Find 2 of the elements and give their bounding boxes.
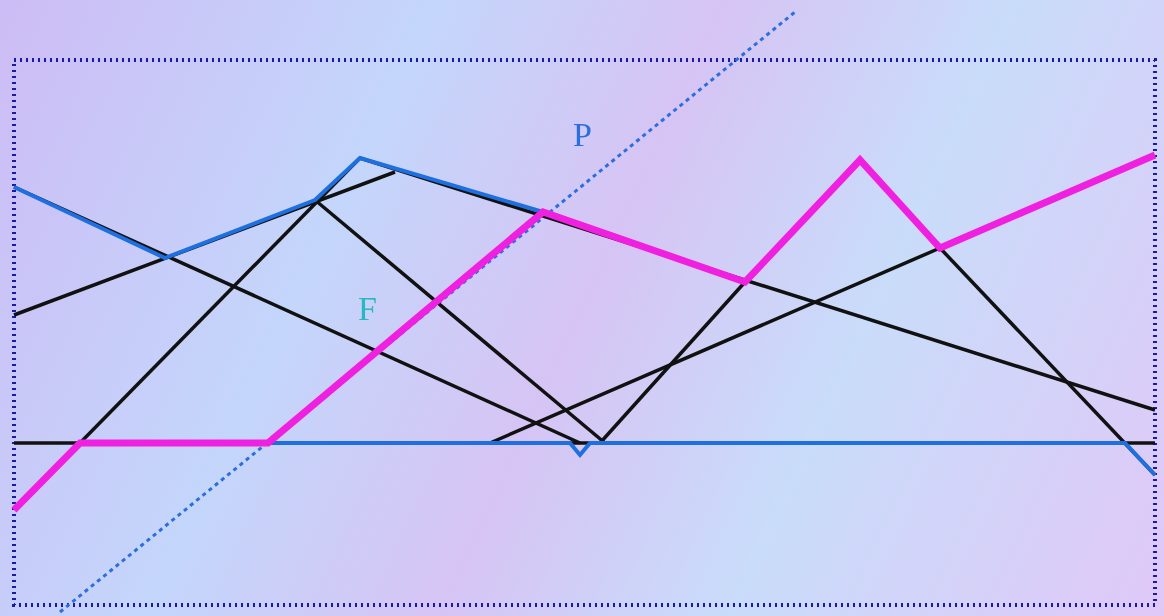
- line-label: F: [358, 292, 377, 326]
- line-label: P: [573, 118, 592, 152]
